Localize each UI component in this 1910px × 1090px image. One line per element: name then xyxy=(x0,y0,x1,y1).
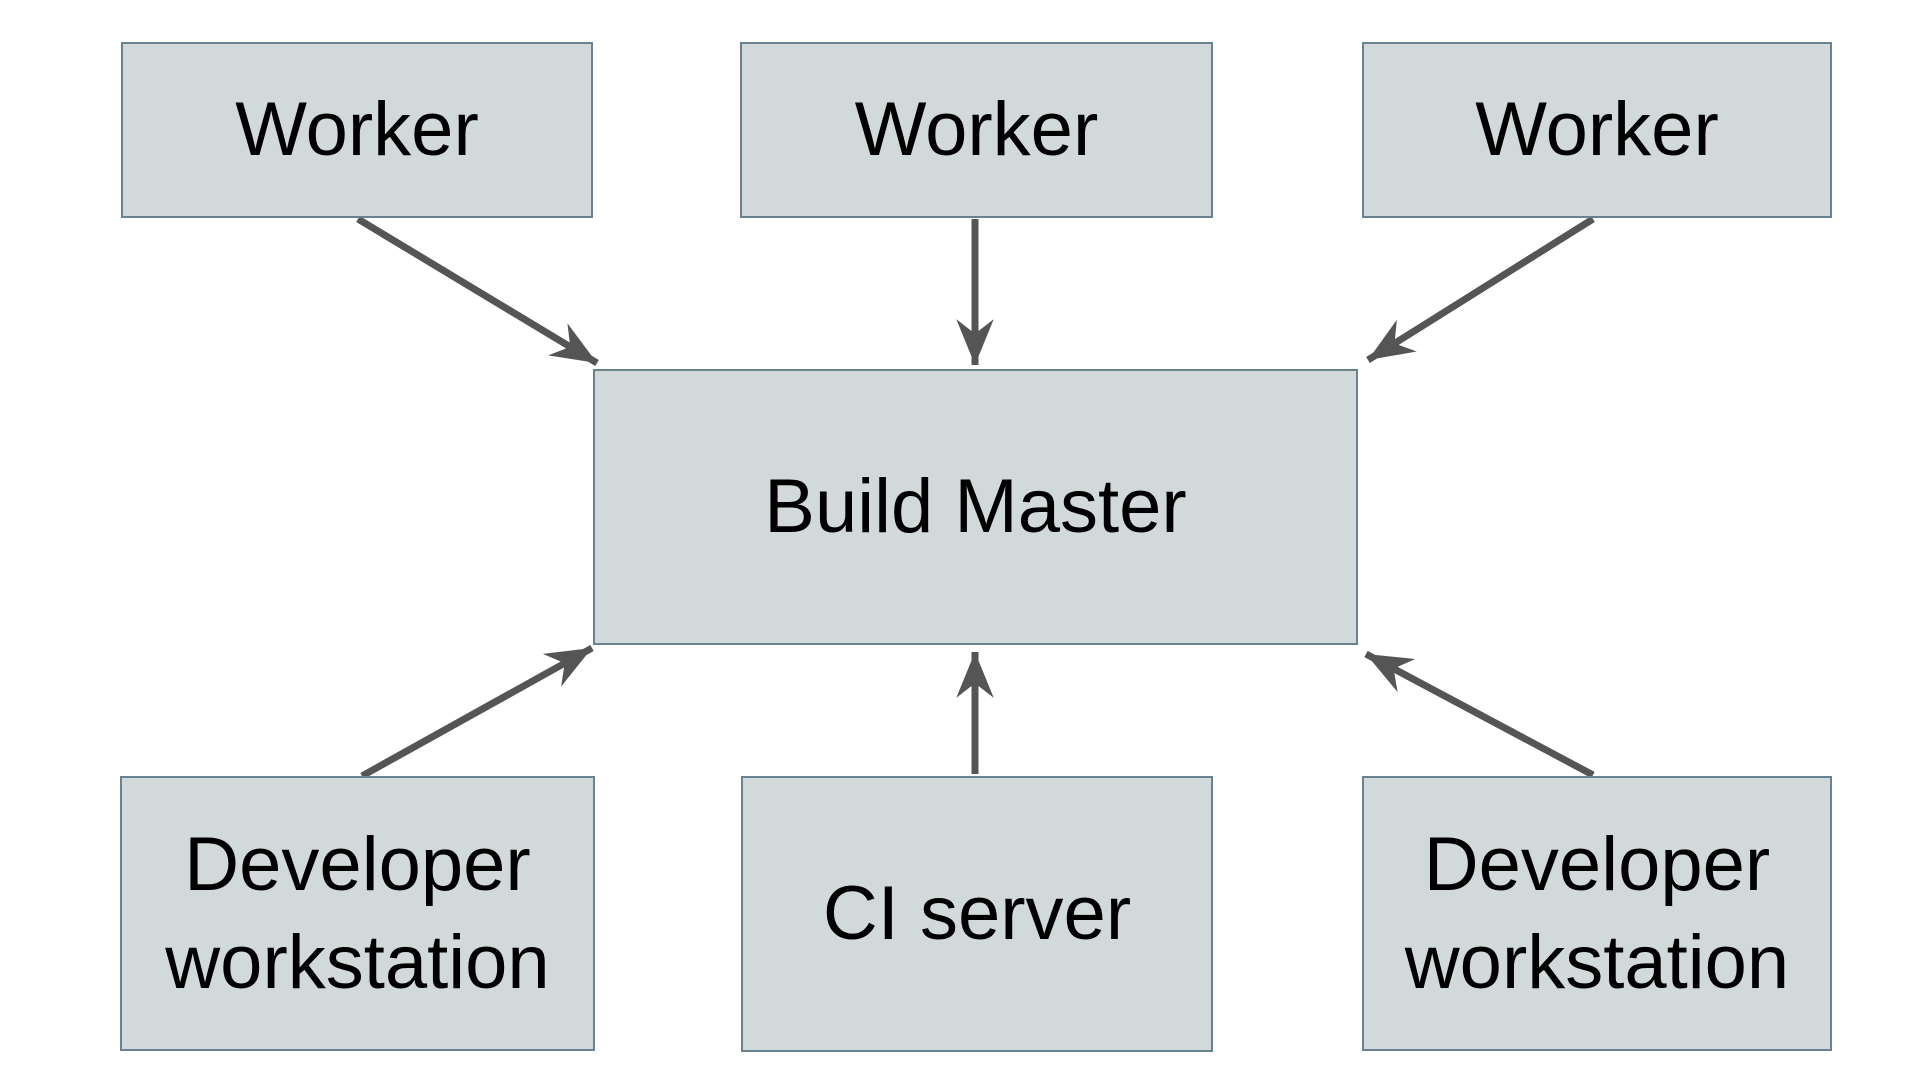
node-worker-2-label: Worker xyxy=(854,87,1099,173)
node-build-master: Build Master xyxy=(593,369,1358,645)
node-developer-workstation-right: Developer workstation xyxy=(1362,776,1832,1051)
node-developer-workstation-left-label: Developer workstation xyxy=(165,822,550,1005)
node-developer-workstation-left: Developer workstation xyxy=(120,776,595,1051)
arrow-dev-workstation-left-to-build-master xyxy=(360,644,594,780)
node-ci-server: CI server xyxy=(741,776,1213,1052)
arrow-worker-3-to-build-master xyxy=(1366,216,1595,363)
node-worker-1: Worker xyxy=(121,42,593,218)
node-worker-3: Worker xyxy=(1362,42,1832,218)
node-ci-server-label: CI server xyxy=(822,871,1132,957)
node-developer-workstation-right-label: Developer workstation xyxy=(1404,822,1790,1005)
node-worker-2: Worker xyxy=(740,42,1213,218)
arrow-dev-workstation-right-to-build-master xyxy=(1364,650,1595,779)
node-worker-3-label: Worker xyxy=(1475,87,1719,173)
node-build-master-label: Build Master xyxy=(764,464,1187,550)
arrow-worker-1-to-build-master xyxy=(356,216,599,366)
node-worker-1-label: Worker xyxy=(235,87,479,173)
